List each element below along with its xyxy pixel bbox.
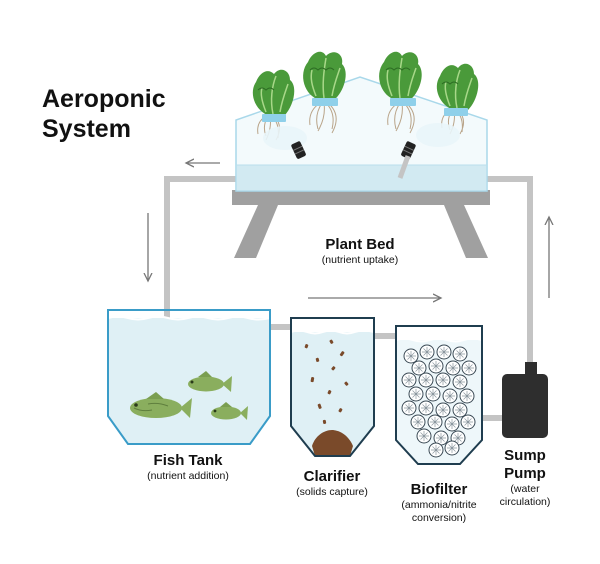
lettuce-icon [436, 63, 479, 116]
media-ball-pattern [413, 417, 423, 427]
fish-tank-label: Fish Tank (nutrient addition) [118, 452, 258, 483]
biofilter-name: Biofilter [410, 481, 468, 498]
media-ball-pattern [447, 419, 457, 429]
fish-tank-desc: (nutrient addition) [147, 470, 229, 482]
media-ball-pattern [455, 349, 465, 359]
clarifier-label: Clarifier (solids capture) [282, 468, 382, 499]
media-ball-pattern [455, 405, 465, 415]
flow-arrows [148, 163, 549, 298]
return-pipe [164, 176, 236, 330]
media-ball-pattern [431, 361, 441, 371]
diagram-title: Aeroponic System [42, 84, 166, 144]
title-line-1: Aeroponic [42, 85, 166, 113]
media-ball-pattern [421, 375, 431, 385]
media-ball-pattern [406, 351, 416, 361]
sump-pump-desc-1: (water [510, 483, 540, 495]
fish-tank [107, 309, 271, 445]
media-ball-pattern [436, 433, 446, 443]
fish-icon [130, 392, 192, 418]
media-ball-pattern [438, 405, 448, 415]
plant-bed-enclosure [235, 76, 488, 192]
title-line-2: System [42, 115, 131, 143]
media-ball-pattern [414, 363, 424, 373]
sump-pump-name-1: Sump [504, 447, 546, 464]
biofilter-desc-2: conversion) [411, 512, 467, 524]
biofilter-media-icon [401, 344, 477, 458]
sump-pump-desc-2: circulation) [499, 496, 551, 508]
media-ball-pattern [428, 389, 438, 399]
fish-icon [188, 371, 232, 392]
plant-bed-desc: (nutrient uptake) [321, 254, 399, 266]
plant-bed-stand [232, 190, 490, 258]
lettuce-icon [252, 69, 295, 122]
plant-roots [257, 102, 464, 141]
sprayer-icon [291, 141, 416, 179]
media-ball-pattern [439, 347, 449, 357]
media-ball-pattern [462, 391, 472, 401]
media-ball-pattern [404, 375, 414, 385]
media-ball-pattern [448, 363, 458, 373]
pump-icon [502, 362, 548, 438]
lettuce-icon [303, 51, 346, 106]
media-ball-pattern [404, 403, 414, 413]
fish-icon [211, 402, 248, 420]
media-ball-pattern [445, 391, 455, 401]
plant-bed-name: Plant Bed [325, 236, 395, 253]
supply-pipe [487, 176, 533, 368]
clarifier-desc: (solids capture) [296, 486, 368, 498]
plant-bed-label: Plant Bed (nutrient uptake) [290, 236, 430, 267]
media-ball-pattern [430, 417, 440, 427]
fish-tank-name: Fish Tank [153, 452, 223, 469]
media-ball-pattern [455, 377, 465, 387]
media-ball-pattern [422, 347, 432, 357]
sump-pump-name-2: Pump [504, 465, 546, 482]
sump-pump-label: Sump Pump (water circulation) [490, 447, 560, 509]
media-ball-pattern [419, 431, 429, 441]
media-ball-pattern [463, 417, 473, 427]
media-ball-pattern [464, 363, 474, 373]
clarifier [290, 317, 375, 457]
media-ball-pattern [447, 443, 457, 453]
media-ball-pattern [411, 389, 421, 399]
biofilter-desc-1: (ammonia/nitrite [401, 499, 477, 511]
media-ball-pattern [438, 375, 448, 385]
media-ball-pattern [453, 433, 463, 443]
media-ball-pattern [431, 445, 441, 455]
clarifier-name: Clarifier [303, 468, 361, 485]
biofilter-label: Biofilter (ammonia/nitrite conversion) [384, 481, 494, 525]
sediment-particles [304, 339, 349, 424]
media-ball-pattern [421, 403, 431, 413]
lettuce-icon [379, 51, 422, 106]
